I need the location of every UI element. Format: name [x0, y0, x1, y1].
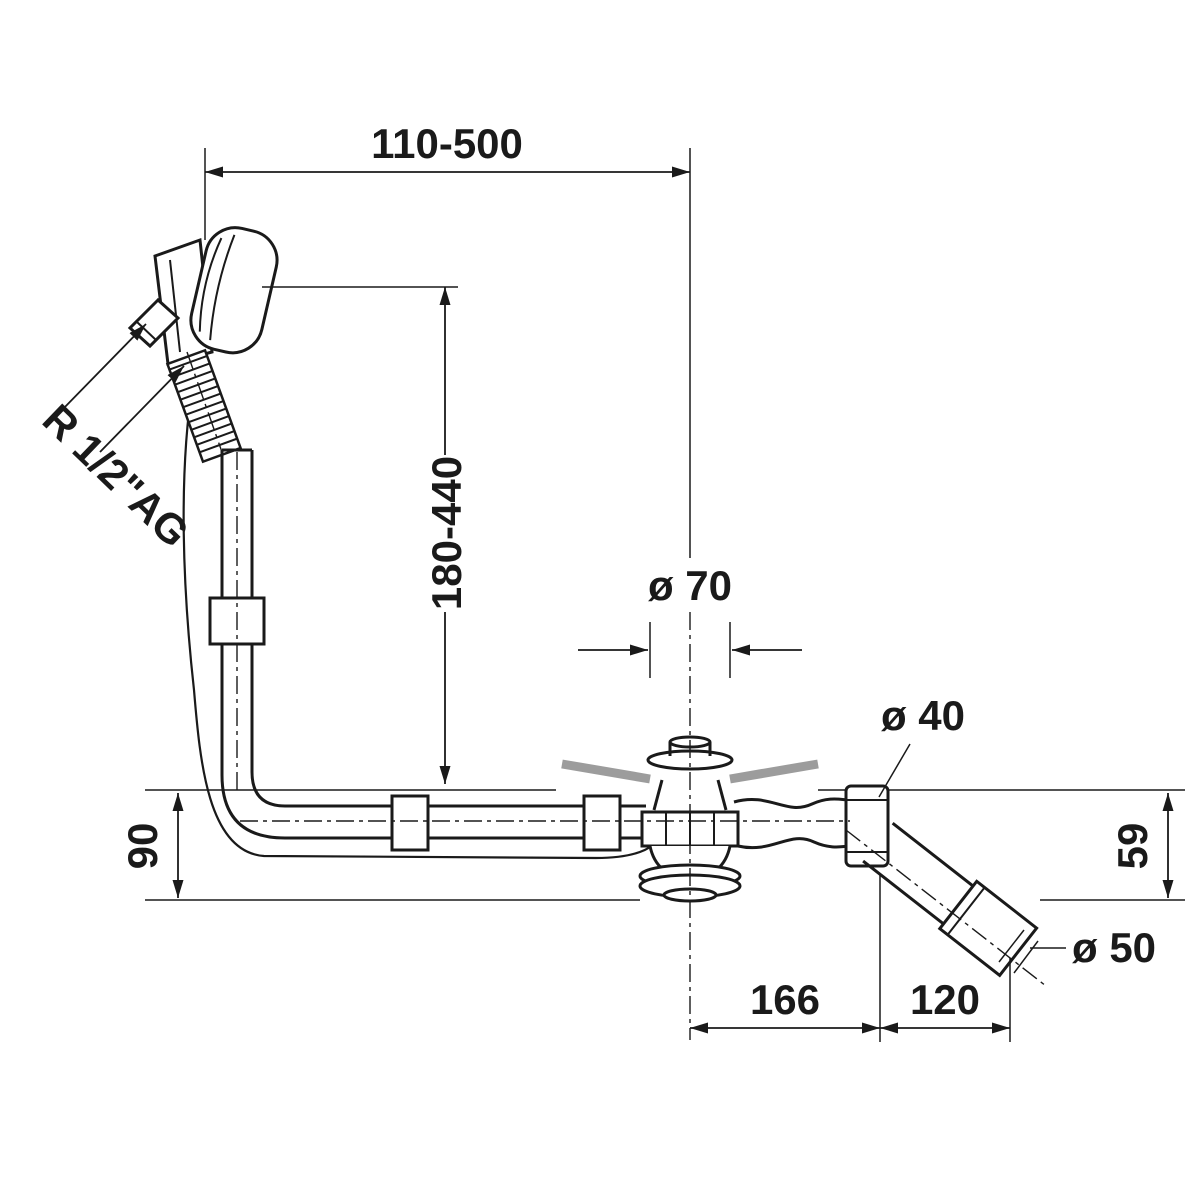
dim-outlet-diameter: ø 50: [998, 924, 1156, 974]
pipe-coupling-1: [390, 794, 430, 852]
dim-label-thread: R 1/2"AG: [34, 395, 199, 556]
d50-tick-2: [1013, 940, 1039, 974]
outlet-pipe-45deg: [862, 822, 1039, 978]
dim-left-height: 90: [119, 793, 184, 898]
outlet-sleeve-edge: [946, 886, 986, 936]
d50-tick-1: [998, 929, 1025, 963]
tub-sheet-left: [561, 759, 651, 784]
dim-label-height: 180-440: [423, 456, 470, 610]
thread-arrow-1: [61, 323, 147, 411]
overflow-cap: [189, 226, 279, 355]
outlet-sleeve: [937, 879, 1039, 978]
outlet-assembly: [844, 784, 1039, 978]
outlet-axis: [845, 829, 1047, 987]
dim-label-outlet-diameter: ø 50: [1072, 924, 1156, 971]
dim-span: 110-500: [204, 120, 691, 558]
overflow-assembly: [127, 226, 663, 860]
dim-label-120: 120: [910, 976, 980, 1023]
dim-label-left-height: 90: [119, 823, 166, 870]
dim-label-drain-diameter: ø 70: [648, 562, 732, 609]
pipe-coupling-2: [582, 794, 622, 852]
outlet-tube: [862, 822, 979, 929]
corrugated-hose: [165, 348, 243, 464]
dim-label-span: 110-500: [371, 120, 523, 167]
tub-sheet-right: [729, 759, 819, 784]
pipe-elbow: [220, 771, 286, 840]
d40-leader: [878, 743, 911, 798]
drain-neck: [652, 779, 728, 811]
dim-bottom-lengths: 166 120: [690, 874, 1011, 1042]
dim-label-nut-diameter: ø 40: [881, 692, 965, 739]
dim-drain-diameter: ø 70: [578, 562, 802, 678]
dim-right-height: 59: [1109, 793, 1174, 898]
hose-ribs: [169, 354, 238, 454]
centerlines: [186, 351, 1047, 1040]
outlet-union-nut: [844, 784, 890, 868]
dim-label-166: 166: [750, 976, 820, 1023]
outlet-union-nut-ribs: [846, 799, 888, 853]
dim-label-right-height: 59: [1109, 823, 1156, 870]
overflow-cap-contour-2: [209, 234, 236, 341]
drain-assembly: [638, 735, 853, 903]
hose-axis: [186, 351, 224, 456]
overflow-elbow-contour: [169, 259, 181, 353]
overflow-cap-contour: [198, 237, 223, 332]
drain-side-branch: [733, 797, 853, 850]
thread-arrow-2: [99, 365, 185, 453]
dim-height: 180-440: [262, 286, 470, 784]
dim-nut-diameter: ø 40: [878, 692, 965, 798]
bowden-cable: [182, 363, 663, 860]
tub-bottom-section: [561, 759, 819, 784]
